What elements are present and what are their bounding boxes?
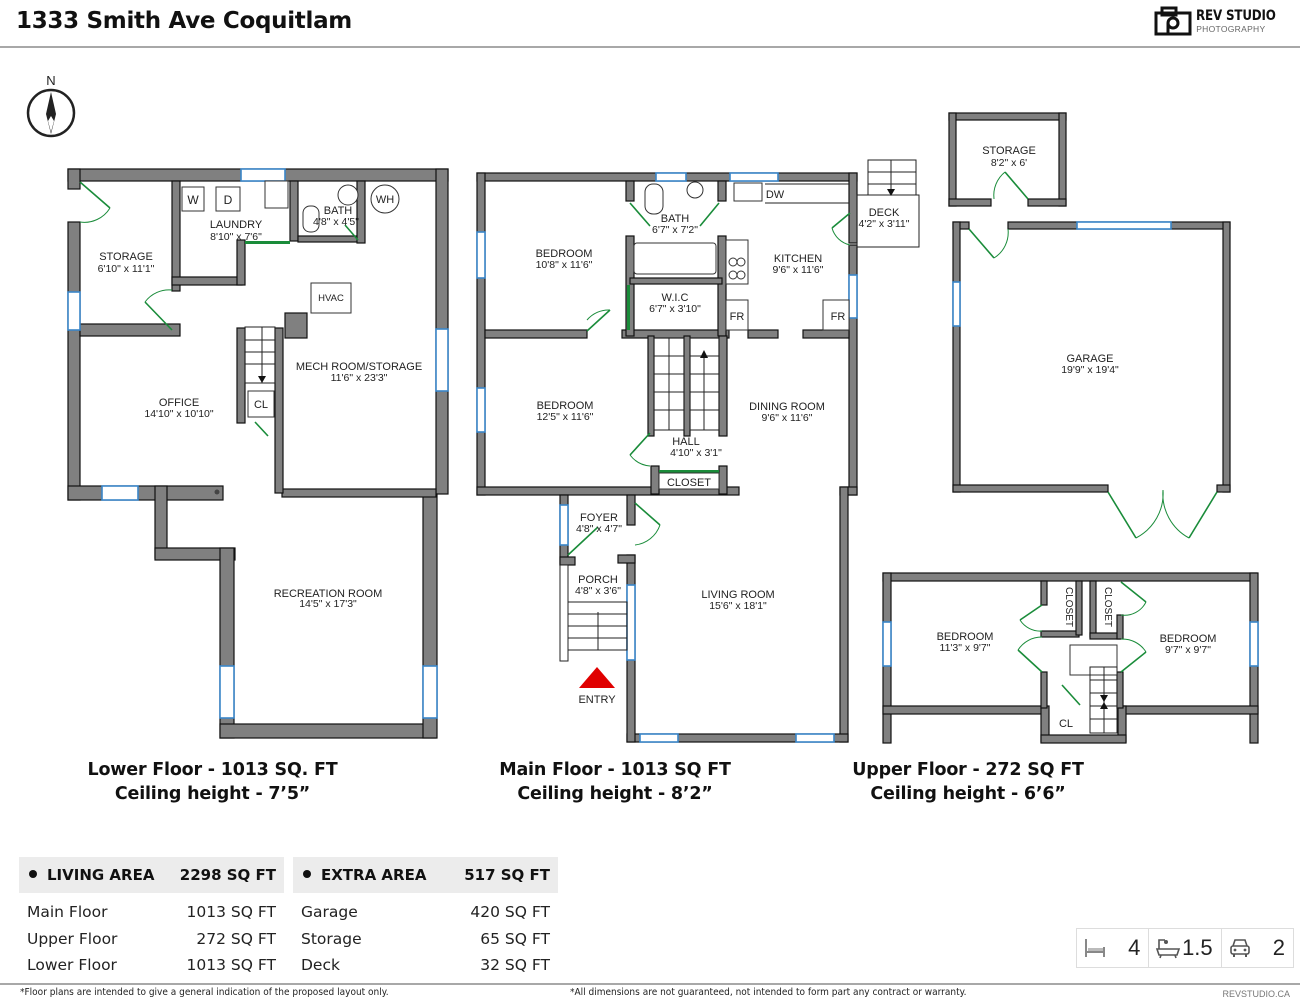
- car-icon: [1229, 939, 1250, 957]
- svg-text:PORCH: PORCH: [578, 574, 618, 586]
- svg-text:BEDROOM: BEDROOM: [937, 631, 994, 643]
- living-area-header: LIVING AREA 2298 SQ FT: [19, 857, 284, 893]
- svg-text:STORAGE: STORAGE: [982, 145, 1036, 157]
- svg-text:4'8" x 3'6": 4'8" x 3'6": [575, 585, 621, 597]
- svg-text:11'6" x 23'3": 11'6" x 23'3": [331, 372, 388, 384]
- svg-text:MECH ROOM/STORAGE: MECH ROOM/STORAGE: [296, 361, 422, 373]
- svg-text:FR: FR: [831, 311, 846, 323]
- bedrooms-stat: 4: [1077, 929, 1150, 967]
- lower-floor-caption: Lower Floor - 1013 SQ. FT Ceiling height…: [87, 760, 338, 804]
- footnote-layout: *Floor plans are intended to give a gene…: [20, 987, 389, 998]
- svg-text:11'3" x 9'7": 11'3" x 9'7": [940, 642, 991, 654]
- brand-tagline: PHOTOGRAPHY: [1196, 23, 1266, 34]
- svg-text:KITCHEN: KITCHEN: [774, 253, 822, 265]
- svg-text:LAUNDRY: LAUNDRY: [210, 219, 263, 231]
- svg-text:6'7" x 7'2": 6'7" x 7'2": [652, 224, 698, 236]
- svg-text:19'9" x 19'4": 19'9" x 19'4": [1061, 364, 1119, 376]
- svg-text:BEDROOM: BEDROOM: [536, 248, 593, 260]
- bathrooms-stat: 1.5: [1149, 929, 1222, 967]
- bullet-icon: [303, 869, 311, 878]
- footnote-dimensions: *All dimensions are not guaranteed, not …: [570, 987, 967, 998]
- svg-text:CLOSET: CLOSET: [1102, 587, 1113, 627]
- svg-text:BEDROOM: BEDROOM: [1160, 633, 1217, 645]
- bathtub-icon: [1156, 939, 1181, 959]
- bullet-icon: [29, 869, 37, 878]
- svg-text:RECREATION ROOM: RECREATION ROOM: [274, 588, 383, 600]
- svg-text:9'6" x 11'6": 9'6" x 11'6": [762, 412, 813, 424]
- main-floor-plan: DW FR FR CLOSET ENTRY: [476, 159, 920, 743]
- svg-text:W: W: [187, 193, 199, 207]
- svg-text:OFFICE: OFFICE: [159, 397, 199, 409]
- camera-logo-icon: [1154, 6, 1192, 36]
- svg-text:CLOSET: CLOSET: [667, 477, 711, 489]
- brand-name: REV STUDIO: [1196, 7, 1276, 24]
- svg-text:8'10" x 7'6": 8'10" x 7'6": [210, 231, 262, 243]
- upper-floor-caption: Upper Floor - 272 SQ FT Ceiling height -…: [852, 760, 1084, 804]
- svg-text:4'2" x 3'11": 4'2" x 3'11": [859, 218, 910, 230]
- brand-logo: REV STUDIO PHOTOGRAPHY: [1154, 6, 1290, 36]
- svg-text:WH: WH: [376, 194, 394, 206]
- svg-text:DECK: DECK: [869, 207, 900, 219]
- svg-text:CL: CL: [254, 399, 268, 411]
- svg-text:DW: DW: [766, 189, 785, 201]
- svg-text:CL: CL: [1059, 718, 1073, 730]
- upper-floor-plan: CL CLOSET CLOSET BEDROOM 11'3" x 9'7" BE…: [882, 572, 1259, 744]
- svg-text:W.I.C: W.I.C: [662, 292, 689, 304]
- floor-plans: .w { fill: #808080; stroke: #111; stroke…: [26, 73, 1259, 744]
- page-title: 1333 Smith Ave Coquitlam: [16, 8, 352, 34]
- svg-text:9'6" x 11'6": 9'6" x 11'6": [773, 264, 824, 276]
- svg-text:6'10" x 11'1": 6'10" x 11'1": [98, 263, 155, 275]
- lower-floor-plan: W D WH HVAC CL STORAGE 6'10" x 11'1" LAU…: [67, 168, 449, 739]
- website-link[interactable]: REVSTUDIO.CA: [1222, 989, 1290, 999]
- svg-text:FOYER: FOYER: [580, 512, 618, 524]
- svg-text:12'5" x 11'6": 12'5" x 11'6": [537, 411, 594, 423]
- bed-icon: [1085, 939, 1105, 957]
- svg-text:BATH: BATH: [324, 205, 353, 217]
- svg-text:N: N: [46, 73, 55, 88]
- property-stats: 4 1.5 2: [1076, 928, 1294, 968]
- svg-text:ENTRY: ENTRY: [578, 694, 616, 706]
- compass-north-icon: N: [26, 73, 76, 138]
- svg-text:9'7" x 9'7": 9'7" x 9'7": [1165, 644, 1211, 656]
- outbuildings-plan: STORAGE 8'2" x 6' GARAGE 19'9" x 19'4": [948, 112, 1231, 539]
- svg-text:HVAC: HVAC: [318, 293, 344, 304]
- living-area-total: 2298 SQ FT: [179, 866, 276, 884]
- svg-text:D: D: [224, 193, 233, 207]
- parking-stat: 2: [1222, 929, 1293, 967]
- entry-marker-icon: [579, 667, 615, 688]
- svg-text:15'6" x 18'1": 15'6" x 18'1": [709, 600, 767, 612]
- extra-area-header: EXTRA AREA 517 SQ FT: [293, 857, 558, 893]
- svg-text:4'10" x 3'1": 4'10" x 3'1": [670, 447, 722, 459]
- svg-text:HALL: HALL: [672, 436, 700, 448]
- svg-text:BATH: BATH: [661, 213, 690, 225]
- footer-divider: [0, 983, 1300, 985]
- extra-area-total: 517 SQ FT: [464, 866, 550, 884]
- svg-text:10'8" x 11'6": 10'8" x 11'6": [536, 259, 593, 271]
- svg-text:STORAGE: STORAGE: [99, 251, 153, 263]
- main-floor-caption: Main Floor - 1013 SQ FT Ceiling height -…: [499, 760, 731, 804]
- svg-text:BEDROOM: BEDROOM: [537, 400, 594, 412]
- svg-text:LIVING ROOM: LIVING ROOM: [701, 589, 774, 601]
- page-header: 1333 Smith Ave Coquitlam REV STUDIO PHOT…: [0, 0, 1300, 48]
- svg-text:FR: FR: [730, 311, 745, 323]
- svg-text:4'8" x 4'7": 4'8" x 4'7": [576, 523, 622, 535]
- svg-text:DINING ROOM: DINING ROOM: [749, 401, 825, 413]
- svg-text:8'2" x 6': 8'2" x 6': [991, 157, 1027, 169]
- svg-text:14'10" x 10'10": 14'10" x 10'10": [144, 408, 214, 420]
- svg-text:14'5" x 17'3": 14'5" x 17'3": [299, 598, 357, 610]
- svg-text:GARAGE: GARAGE: [1066, 353, 1113, 365]
- svg-text:6'7" x 3'10": 6'7" x 3'10": [649, 303, 701, 315]
- svg-text:CLOSET: CLOSET: [1063, 587, 1074, 627]
- svg-text:4'8" x 4'5": 4'8" x 4'5": [313, 216, 359, 228]
